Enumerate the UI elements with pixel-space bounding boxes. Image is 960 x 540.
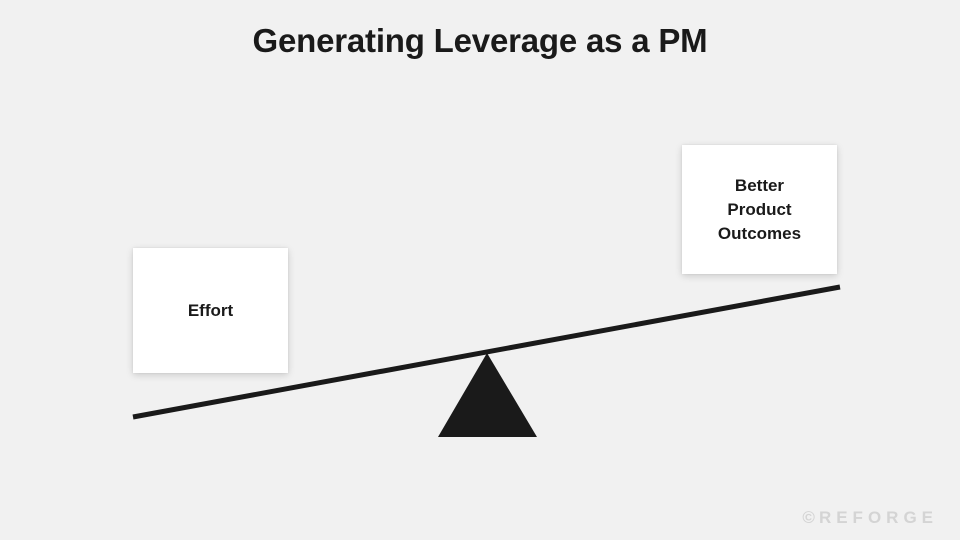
- better-product-outcomes-box: Better Product Outcomes: [682, 145, 837, 274]
- reforge-watermark: ©REFORGE: [802, 508, 938, 528]
- effort-box: Effort: [133, 248, 288, 373]
- outcomes-line-1: Better: [734, 175, 785, 195]
- watermark-text: REFORGE: [818, 508, 938, 527]
- outcomes-line-2: Product: [727, 199, 792, 219]
- better-product-outcomes-box-label: Better Product Outcomes: [718, 174, 801, 246]
- outcomes-line-3: Outcomes: [717, 223, 802, 243]
- copyright-icon: ©: [802, 508, 819, 527]
- page-title: Generating Leverage as a PM: [252, 22, 708, 59]
- effort-box-label: Effort: [187, 300, 234, 320]
- fulcrum-triangle: [438, 353, 537, 437]
